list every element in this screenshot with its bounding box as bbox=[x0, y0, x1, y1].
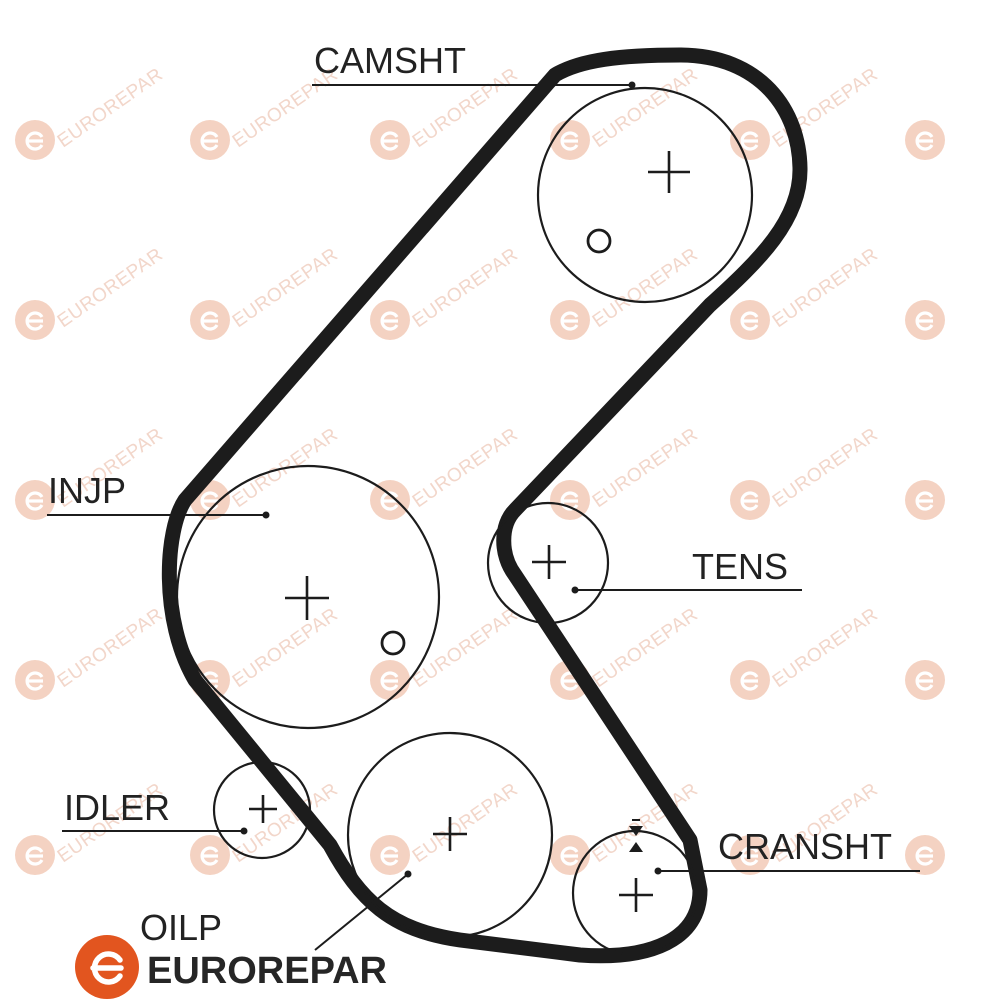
watermark-logo-icon bbox=[13, 833, 57, 877]
watermark-logo-icon bbox=[188, 298, 232, 342]
oil-pump-pulley bbox=[346, 731, 554, 939]
watermark-logo-icon bbox=[728, 658, 772, 702]
watermark-logo-icon bbox=[13, 298, 57, 342]
watermark-logo-icon bbox=[188, 118, 232, 162]
watermark-logo-icon bbox=[368, 298, 412, 342]
camshaft-center-mark bbox=[648, 151, 690, 193]
watermark-text: EUROREPAR bbox=[409, 779, 522, 867]
watermark-text: EUROREPAR bbox=[409, 244, 522, 332]
watermark-logo-icon bbox=[728, 298, 772, 342]
watermark-logo-icon bbox=[13, 118, 57, 162]
watermark-text: EUROREPAR bbox=[54, 244, 167, 332]
watermark-text: EUROREPAR bbox=[229, 604, 342, 692]
watermark-logo-icon bbox=[903, 833, 947, 877]
tensioner-pulley bbox=[486, 501, 610, 625]
watermark-logo-icon bbox=[903, 118, 947, 162]
crankshaft-timing-arrow bbox=[629, 819, 643, 852]
watermark-text: EUROREPAR bbox=[769, 244, 882, 332]
timing-belt bbox=[161, 47, 808, 964]
watermark-logo-icon bbox=[548, 298, 592, 342]
watermark-text: EUROREPAR bbox=[54, 604, 167, 692]
injection-pump-leader bbox=[47, 511, 270, 519]
watermark-text: EUROREPAR bbox=[589, 424, 702, 512]
watermark-logo-icon bbox=[903, 658, 947, 702]
oil-pump-center-mark bbox=[433, 817, 467, 851]
tensioner-center-mark bbox=[532, 545, 566, 579]
watermark-text: EUROREPAR bbox=[409, 604, 522, 692]
watermark-text: EUROREPAR bbox=[589, 64, 702, 152]
tensioner-leader bbox=[571, 586, 802, 594]
injection-pump-pulley bbox=[175, 464, 441, 730]
watermark-logo-icon bbox=[368, 833, 412, 877]
watermark-text: EUROREPAR bbox=[409, 424, 522, 512]
watermark-logo-icon bbox=[548, 118, 592, 162]
camshaft-label: CAMSHT bbox=[314, 40, 466, 81]
watermark-text: EUROREPAR bbox=[769, 604, 882, 692]
watermark-text: EUROREPAR bbox=[769, 424, 882, 512]
camshaft-pulley bbox=[536, 86, 754, 304]
idler-pulley bbox=[212, 760, 312, 860]
idler-leader bbox=[62, 827, 248, 835]
idler-label: IDLER bbox=[64, 787, 170, 828]
oil-pump-label: OILP bbox=[140, 907, 222, 948]
watermark-logo-icon bbox=[903, 478, 947, 522]
watermark-text: EUROREPAR bbox=[589, 244, 702, 332]
crankshaft-leader bbox=[654, 867, 920, 875]
watermark-logo-icon bbox=[368, 118, 412, 162]
injection-pump-label: INJP bbox=[48, 470, 126, 511]
watermark-logo-icon bbox=[368, 658, 412, 702]
camshaft-timing-mark bbox=[586, 228, 612, 254]
watermark-text: EUROREPAR bbox=[54, 64, 167, 152]
watermark-logo-icon bbox=[548, 833, 592, 877]
watermark-logo-icon bbox=[728, 478, 772, 522]
camshaft-leader bbox=[312, 81, 636, 89]
crankshaft-center-mark bbox=[619, 878, 653, 912]
tensioner-label: TENS bbox=[692, 546, 788, 587]
idler-center-mark bbox=[249, 795, 277, 823]
watermark-text: EUROREPAR bbox=[229, 244, 342, 332]
watermark-text: EUROREPAR bbox=[589, 604, 702, 692]
eurorepar-brand-name: EUROREPAR bbox=[147, 950, 387, 992]
watermark-logo-icon bbox=[903, 298, 947, 342]
crankshaft-label: CRANSHT bbox=[718, 826, 892, 867]
injection-pump-center-mark bbox=[285, 576, 329, 620]
injection-pump-timing-mark bbox=[380, 630, 406, 656]
eurorepar-logo: EUROREPAR bbox=[75, 935, 387, 999]
oil-pump-leader bbox=[314, 870, 412, 951]
watermark-logo-icon bbox=[13, 658, 57, 702]
